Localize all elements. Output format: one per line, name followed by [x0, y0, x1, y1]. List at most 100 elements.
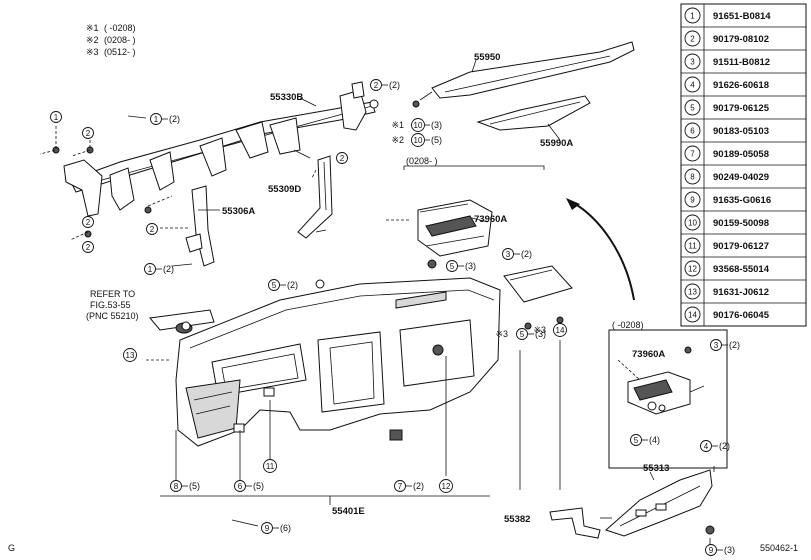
legend-part-number: 91635-G0616 — [713, 195, 771, 206]
legend-number: 9 — [690, 196, 695, 205]
circle-number-icon — [336, 152, 348, 164]
callout-quantity: (2) — [163, 264, 174, 274]
callout-quantity: (2) — [521, 249, 532, 259]
circle-number-icon — [446, 260, 458, 272]
callout-3: 3(2) — [710, 339, 740, 351]
callout-quantity: (2) — [719, 441, 730, 451]
circle-number-icon — [150, 113, 162, 125]
circle-number-icon — [261, 522, 273, 534]
callout-quantity: (4) — [649, 435, 660, 445]
part-55306A-brace — [185, 185, 215, 267]
circle-number-icon — [82, 241, 94, 253]
callout-11: 11 — [263, 459, 277, 473]
legend-number: 13 — [688, 288, 697, 297]
circle-number-icon — [710, 339, 722, 351]
circle-number-icon — [684, 191, 701, 208]
part-55313-lower-cover — [605, 469, 713, 537]
callout-number: 2 — [374, 81, 379, 90]
callout-quantity: (2) — [413, 481, 424, 491]
circle-number-icon — [411, 133, 425, 147]
callout-number: 11 — [266, 462, 275, 471]
part-garnish-strip — [566, 198, 635, 301]
callout-2: 2 — [146, 223, 158, 235]
callout-quantity: (2) — [287, 280, 298, 290]
callout-quantity: (2) — [169, 114, 180, 124]
note-mark-1: ※1 — [86, 23, 99, 33]
callout-mark: ※1 — [391, 120, 404, 130]
legend-number: 6 — [690, 127, 695, 136]
note-range-3: (0512- ) — [104, 47, 136, 57]
note-range-1: ( -0208) — [104, 23, 136, 33]
label-55309D: 55309D — [268, 184, 301, 195]
callout-13: 13 — [123, 348, 137, 362]
legend-part-number: 93568-55014 — [713, 264, 770, 275]
circle-number-icon — [146, 223, 158, 235]
callout-number: 10 — [414, 136, 423, 145]
corner-code-left: G — [8, 543, 15, 553]
legend-part-number: 90189-05058 — [713, 149, 769, 160]
legend-part-number: 91631-J0612 — [713, 287, 769, 298]
circle-number-icon — [234, 480, 246, 492]
legend-number: 4 — [690, 81, 695, 90]
callout-quantity: (5) — [253, 481, 264, 491]
part-55330B-reinforcement — [63, 81, 376, 217]
callout-number: 2 — [86, 129, 91, 138]
part-defroster-nozzle — [149, 309, 215, 334]
callout-number: 7 — [398, 482, 403, 491]
circle-number-icon — [123, 348, 137, 362]
callout-8: 8(5) — [170, 480, 200, 492]
circle-number-icon — [684, 99, 701, 116]
legend-number: 14 — [688, 311, 697, 320]
callout-2: 2 — [336, 152, 348, 164]
callout-number: 2 — [86, 243, 91, 252]
legend-number: 8 — [690, 173, 695, 182]
circle-number-icon — [502, 248, 514, 260]
callout-2: 2 — [82, 241, 94, 253]
legend-part-number: 90179-06127 — [713, 241, 769, 252]
note-mark-2: ※2 — [86, 35, 99, 45]
date-range-top: (0208- ) — [406, 156, 438, 166]
callout-number: 1 — [54, 113, 59, 122]
callout-number: 10 — [414, 121, 423, 130]
legend-part-number: 90183-05103 — [713, 126, 769, 137]
circle-number-icon — [394, 480, 406, 492]
circle-number-icon — [684, 145, 701, 162]
legend-row: 2 90179-08102 — [684, 30, 769, 47]
callout-number: 5 — [520, 330, 525, 339]
circle-number-icon — [684, 122, 701, 139]
legend-part-number: 90159-50098 — [713, 218, 769, 229]
callout-2: 2 — [82, 127, 94, 139]
callout-5: 5(4) — [630, 434, 660, 446]
label-55313: 55313 — [643, 463, 669, 474]
legend-part-number: 90179-08102 — [713, 34, 769, 45]
callout-number: 1 — [148, 265, 153, 274]
legend-number: 7 — [690, 150, 695, 159]
circle-number-icon — [700, 440, 712, 452]
legend-number: 11 — [688, 242, 697, 251]
part-labels: 55950 55990A 55330B 55309D 55306A 73960A… — [8, 52, 798, 553]
callout-3: 3(2) — [502, 248, 532, 260]
legend-part-number: 90176-06045 — [713, 310, 770, 321]
legend-part-number: 91651-B0814 — [713, 11, 771, 22]
label-55382: 55382 — [504, 514, 530, 525]
circle-number-icon — [684, 237, 701, 254]
legend-number: 12 — [688, 265, 697, 274]
part-55309D-brace — [297, 155, 333, 239]
label-55990A: 55990A — [540, 138, 573, 149]
legend-number: 2 — [690, 35, 695, 44]
callout-2: 2(2) — [370, 79, 400, 91]
callout-1: 1(2) — [150, 113, 180, 125]
callout-5: 5(3) — [446, 260, 476, 272]
circle-number-icon — [411, 118, 425, 132]
label-73960A-top: 73960A — [474, 214, 507, 225]
part-55990A-cover — [476, 95, 591, 131]
part-73960A-airbag — [417, 199, 493, 257]
legend-part-number: 90249-04029 — [713, 172, 769, 183]
callout-number: 3 — [714, 341, 719, 350]
callout-number: 12 — [442, 482, 451, 491]
